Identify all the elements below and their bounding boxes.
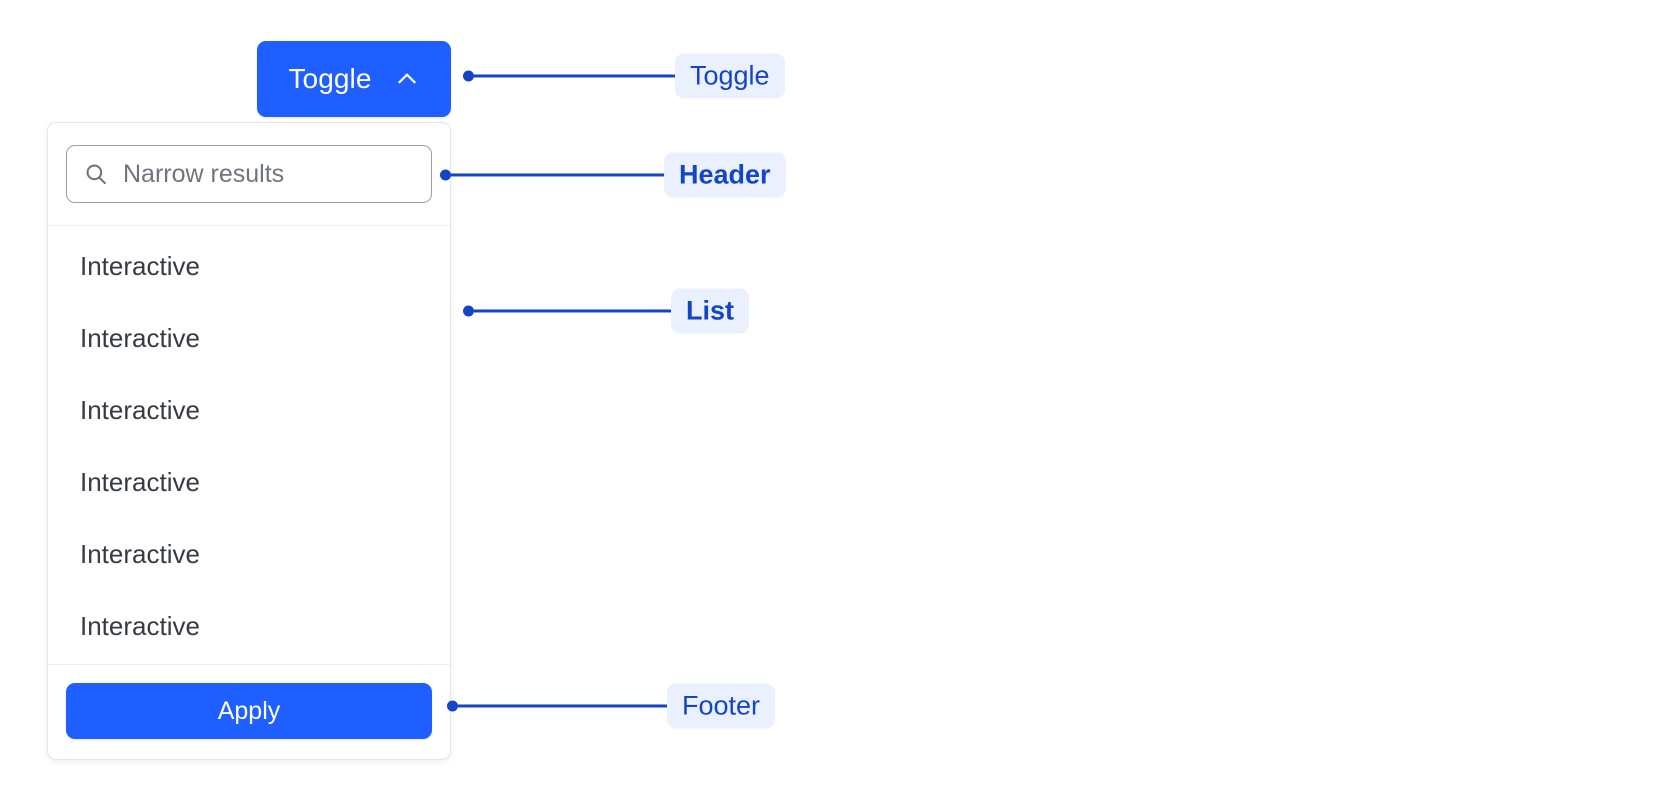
panel-footer: Apply	[48, 664, 450, 759]
annotation-chip-footer: Footer	[667, 683, 776, 729]
apply-button[interactable]: Apply	[66, 683, 432, 739]
toggle-button[interactable]: Toggle	[257, 41, 451, 117]
list-item-label: Interactive	[80, 322, 200, 353]
list-item[interactable]: Interactive	[48, 374, 450, 446]
chevron-up-icon	[394, 66, 420, 92]
list-item[interactable]: Interactive	[48, 446, 450, 518]
annotation-chip-header: Header	[664, 152, 786, 198]
search-input[interactable]	[123, 159, 415, 189]
list-item-label: Interactive	[80, 250, 200, 281]
search-icon	[83, 161, 109, 187]
dropdown-panel: Interactive Interactive Interactive Inte…	[47, 122, 451, 760]
list-item-label: Interactive	[80, 610, 200, 641]
annotation-header: Header	[440, 152, 786, 198]
annotation-dot-icon	[463, 70, 474, 82]
annotation-dot-icon	[440, 169, 451, 181]
annotation-leader-line	[451, 173, 664, 177]
annotation-leader-line	[474, 74, 675, 78]
search-box[interactable]	[66, 145, 432, 203]
annotation-dot-icon	[463, 305, 474, 317]
toggle-button-label: Toggle	[288, 63, 372, 94]
list-item[interactable]: Interactive	[48, 518, 450, 590]
list-item[interactable]: Interactive	[48, 230, 450, 302]
annotation-toggle: Toggle	[463, 53, 785, 99]
list-item-label: Interactive	[80, 394, 200, 425]
annotation-leader-line	[458, 704, 667, 708]
list-item[interactable]: Interactive	[48, 590, 450, 662]
list-item[interactable]: Interactive	[48, 302, 450, 374]
annotation-list: List	[463, 288, 750, 334]
panel-header	[48, 123, 450, 226]
annotation-dot-icon	[447, 700, 458, 712]
annotation-leader-line	[474, 309, 671, 313]
panel-list: Interactive Interactive Interactive Inte…	[48, 226, 450, 664]
annotation-chip-list: List	[671, 288, 750, 334]
annotation-chip-toggle: Toggle	[675, 53, 785, 99]
annotation-footer: Footer	[447, 683, 776, 729]
list-item-label: Interactive	[80, 538, 200, 569]
list-item-label: Interactive	[80, 466, 200, 497]
